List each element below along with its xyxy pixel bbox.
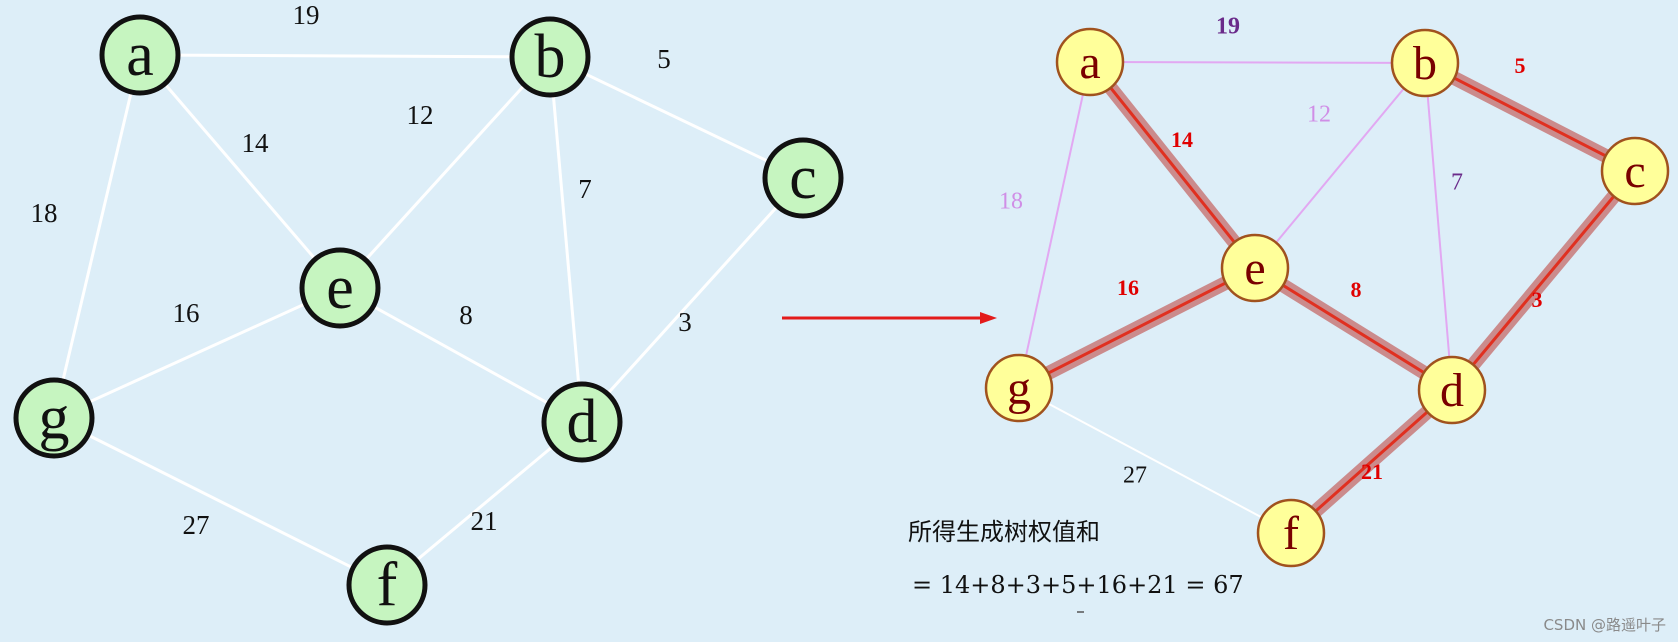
right-edge-weight-e-g: 16 (1117, 275, 1139, 300)
right-node-b (1390, 28, 1460, 98)
left-edge-a-b (139, 53, 551, 59)
left-edge-weight-a-e: 14 (242, 128, 270, 158)
left-node-label-g: g (39, 384, 70, 452)
left-panel-background (0, 0, 860, 642)
right-edge-weight-e-d: 8 (1351, 277, 1362, 302)
right-edge-weight-b-c: 5 (1515, 53, 1526, 78)
right-edge-weight-a-b: 19 (1216, 14, 1240, 40)
right-edge-weight-d-f: 21 (1361, 459, 1383, 484)
left-edge-weight-c-d: 3 (678, 307, 692, 337)
right-node-label-g: g (1007, 362, 1031, 415)
left-edge-b-c (549, 55, 804, 180)
left-edge-weight-e-g: 16 (173, 298, 200, 328)
watermark: CSDN @路遥叶子 (1543, 616, 1666, 634)
left-edge-weight-a-g: 18 (31, 198, 58, 228)
right-node-label-f: f (1283, 507, 1299, 560)
left-edge-weight-a-b: 19 (293, 0, 320, 30)
right-node-label-b: b (1413, 37, 1437, 90)
left-node-label-a: a (126, 21, 154, 89)
right-edge-b-d (1424, 62, 1453, 391)
left-graph-edges (52, 53, 805, 587)
right-node-d (1417, 355, 1487, 425)
right-node-f (1256, 498, 1326, 568)
left-edge-g-f (53, 416, 388, 587)
left-node-label-f: f (377, 551, 398, 619)
caption-formula: = 14+8+3+5+16+21 = 67 (912, 571, 1244, 599)
right-graph-nodes: a b c d e f g (984, 27, 1670, 568)
right-node-e (1220, 233, 1290, 303)
left-node-label-b: b (535, 23, 566, 91)
left-graph-nodes: a b c d e f g (13, 14, 844, 626)
transform-arrow (782, 312, 997, 324)
left-edge-e-g (53, 286, 341, 420)
left-edge-b-e (338, 55, 552, 290)
left-node-a (99, 14, 181, 96)
left-edge-a-g (52, 54, 142, 419)
left-edge-weight-b-d: 7 (578, 174, 592, 204)
right-tree-edge-c-d (1450, 170, 1637, 391)
right-tree-edge-e-d (1254, 266, 1453, 392)
right-edge-a-b (1089, 61, 1426, 64)
right-edge-weight-c-d: 3 (1532, 287, 1543, 312)
left-node-b (509, 16, 591, 98)
right-edge-weight-g-f: 27 (1123, 463, 1147, 489)
right-edge-weight-b-e: 12 (1307, 102, 1331, 128)
right-tree-edge-b-c (1424, 61, 1636, 173)
left-edge-weight-b-c: 5 (657, 44, 671, 74)
left-node-label-d: d (567, 388, 598, 456)
left-node-label-c: c (789, 144, 817, 212)
right-edge-weight-a-e: 14 (1171, 127, 1193, 152)
left-edge-weight-b-e: 12 (407, 100, 434, 130)
left-edge-weight-e-d: 8 (459, 300, 473, 330)
left-node-g (13, 377, 95, 459)
left-node-f (346, 544, 428, 626)
left-node-c (762, 137, 844, 219)
right-edge-weight-a-g: 18 (999, 189, 1023, 215)
caption-title: 所得生成树权值和 (908, 518, 1100, 546)
right-edge-g-f (1018, 387, 1292, 534)
left-edge-b-d (548, 56, 584, 423)
left-edge-c-d (580, 176, 805, 424)
right-node-label-a: a (1079, 36, 1100, 89)
right-tree-edge-d-f (1290, 388, 1453, 535)
left-edge-a-e (138, 54, 342, 289)
right-node-c (1600, 136, 1670, 206)
right-edge-b-e (1254, 62, 1426, 269)
left-edge-weight-d-f: 21 (471, 506, 498, 536)
left-node-d (541, 381, 623, 463)
right-graph-edges (1012, 55, 1642, 540)
right-graph-edge-labels: 19 5 14 12 7 3 18 16 8 27 21 (999, 14, 1543, 489)
right-node-g (984, 353, 1054, 423)
right-node-label-e: e (1244, 242, 1265, 295)
left-node-label-e: e (326, 254, 354, 322)
right-node-label-c: c (1624, 145, 1645, 198)
left-edge-e-d (339, 286, 583, 424)
right-tree-edge-a-e (1088, 61, 1257, 269)
left-edge-weight-g-f: 27 (183, 510, 210, 540)
arrow-head (980, 312, 997, 324)
right-node-a (1055, 27, 1125, 97)
left-edge-d-f (386, 420, 583, 587)
right-tree-edge-e-g (1018, 266, 1256, 390)
right-edge-a-g (1018, 61, 1091, 389)
right-node-label-d: d (1440, 364, 1464, 417)
left-graph-edge-labels: 19 5 14 12 7 3 18 16 8 27 21 (31, 0, 692, 540)
left-node-e (299, 247, 381, 329)
right-edge-weight-b-d: 7 (1451, 170, 1463, 196)
